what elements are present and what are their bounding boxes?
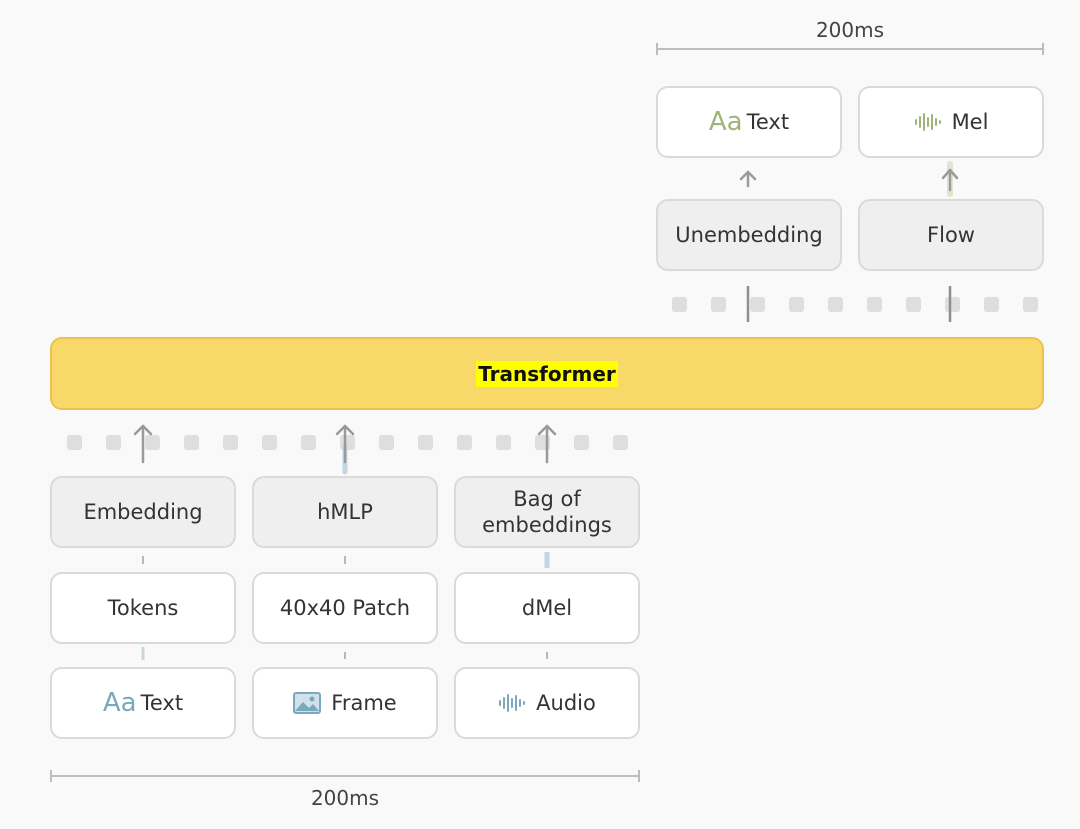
input-token <box>223 435 238 450</box>
waveform-icon <box>498 692 526 714</box>
flow-label: Flow <box>927 223 975 247</box>
arrow-flow-up <box>941 161 959 197</box>
output-token <box>828 297 843 312</box>
input-token <box>67 435 82 450</box>
output-mel-box: Mel <box>858 86 1044 158</box>
input-token <box>145 435 160 450</box>
output-token <box>750 297 765 312</box>
input-duration-line <box>50 775 640 777</box>
dmel-box: dMel <box>454 572 640 644</box>
input-text-box: Aa Text <box>50 667 236 739</box>
transformer-label: Transformer <box>476 360 618 387</box>
tokens-box: Tokens <box>50 572 236 644</box>
input-token <box>574 435 589 450</box>
hmlp-label: hMLP <box>317 500 373 524</box>
output-text-label: Text <box>746 110 790 134</box>
aa-text-icon: Aa <box>708 107 743 137</box>
output-duration-line <box>656 48 1044 50</box>
input-token <box>418 435 433 450</box>
audio-label: Audio <box>536 691 596 715</box>
frame-label: Frame <box>331 691 397 715</box>
input-token <box>613 435 628 450</box>
input-token <box>379 435 394 450</box>
input-token <box>457 435 472 450</box>
output-mel-label: Mel <box>951 110 989 134</box>
dmel-label: dMel <box>521 596 573 620</box>
waveform-icon <box>914 111 942 133</box>
input-token <box>496 435 511 450</box>
unembedding-box: Unembedding <box>656 199 842 271</box>
bag-of-embeddings-label: Bag of embeddings <box>482 487 612 537</box>
input-token <box>184 435 199 450</box>
output-text-box: Aa Text <box>656 86 842 158</box>
input-duration-tick-left <box>50 770 52 782</box>
patch-label: 40x40 Patch <box>279 596 411 620</box>
output-token <box>906 297 921 312</box>
unembedding-label: Unembedding <box>675 223 823 247</box>
input-token <box>106 435 121 450</box>
arrow-hmlp-up <box>335 424 355 475</box>
input-duration-label: 200ms <box>310 786 380 810</box>
aa-text-icon: Aa <box>102 688 137 718</box>
output-token <box>867 297 882 312</box>
bag-of-embeddings-box: Bag of embeddings <box>454 476 640 548</box>
input-token <box>262 435 277 450</box>
output-duration-label: 200ms <box>815 18 885 42</box>
input-text-label: Text <box>140 691 184 715</box>
frame-box: Frame <box>252 667 438 739</box>
arrow-embedding-up <box>133 424 153 464</box>
output-token <box>711 297 726 312</box>
input-token <box>301 435 316 450</box>
output-duration-tick-left <box>656 43 658 55</box>
output-token <box>984 297 999 312</box>
transformer-block: Transformer <box>50 337 1044 410</box>
arrow-bag-up <box>537 424 557 464</box>
audio-box: Audio <box>454 667 640 739</box>
output-token <box>789 297 804 312</box>
arrow-unembedding-up <box>739 170 757 188</box>
embedding-box: Embedding <box>50 476 236 548</box>
output-token <box>1023 297 1038 312</box>
hmlp-box: hMLP <box>252 476 438 548</box>
patch-box: 40x40 Patch <box>252 572 438 644</box>
output-duration-tick-right <box>1042 43 1044 55</box>
tokens-label: Tokens <box>107 596 179 620</box>
embedding-label: Embedding <box>83 500 203 524</box>
output-token <box>672 297 687 312</box>
image-icon <box>293 692 322 714</box>
flow-box: Flow <box>858 199 1044 271</box>
input-duration-tick-right <box>638 770 640 782</box>
